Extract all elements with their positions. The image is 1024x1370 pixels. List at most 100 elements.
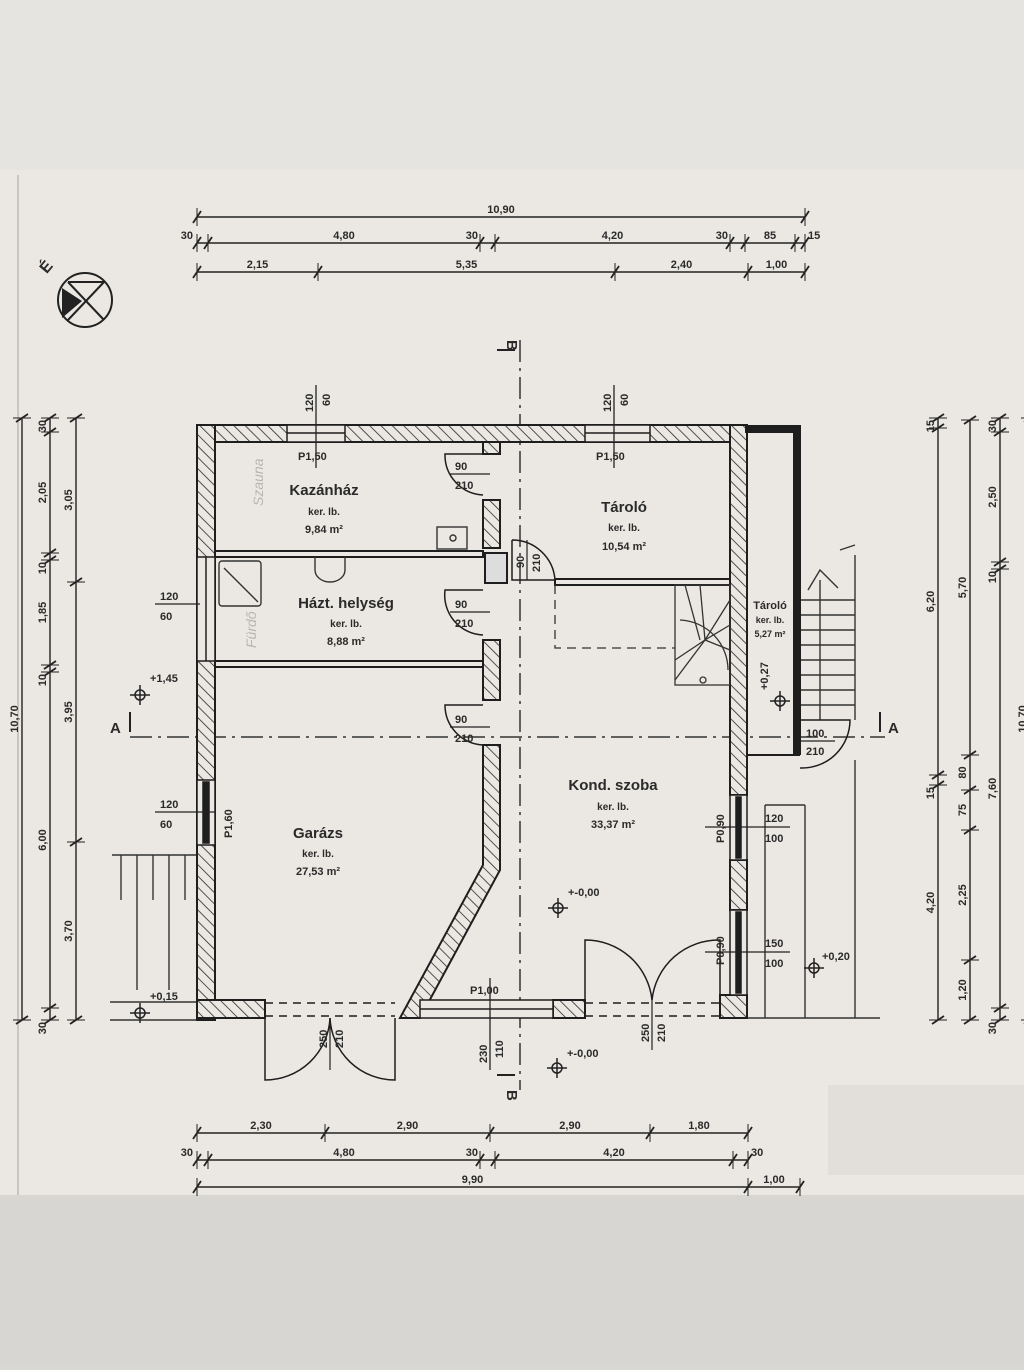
dimension-label: 3,05	[63, 489, 75, 510]
room-name: Házt. helység	[298, 595, 394, 612]
dimension-label: 30	[181, 1147, 193, 1159]
room-area: 10,54 m²	[602, 541, 646, 553]
dimension-label: 30	[751, 1147, 763, 1159]
room-area: 27,53 m²	[296, 866, 340, 878]
door-width: 90	[455, 714, 467, 726]
window-sill-label: P0,90	[715, 814, 727, 843]
dimension-label: 10,90	[487, 204, 515, 216]
room-floor: ker. lb.	[756, 615, 785, 625]
level-label: +-0,00	[568, 887, 600, 899]
window-sill-label: P1,60	[223, 809, 235, 838]
level-markers	[130, 685, 824, 1078]
room-kazanhaz: Kazánház ker. lb. 9,84 m²	[289, 482, 358, 536]
sticky-note	[828, 1085, 1024, 1175]
room-area: 5,27 m²	[754, 629, 785, 639]
window-sill-label: P1,50	[596, 451, 625, 463]
dimension-label: 30	[37, 1022, 49, 1034]
storage-wall	[745, 425, 801, 756]
dimension-label: 30	[37, 420, 49, 432]
dimension-label: 75	[957, 804, 969, 816]
room-name: Kazánház	[289, 482, 358, 499]
window-width: 120	[304, 394, 316, 412]
handwritten-note: Fürdő	[243, 611, 259, 648]
level-label: +0,27	[759, 662, 771, 690]
section-b-label-bottom: B	[503, 1090, 520, 1101]
window-height: 100	[765, 833, 783, 845]
door-height: 210	[455, 480, 473, 492]
window-height: 60	[321, 394, 333, 406]
dimension-label: 15	[925, 420, 937, 432]
dimension-label: 10,70	[1017, 705, 1024, 733]
room-floor: ker. lb.	[302, 849, 334, 860]
room-kond-szoba: Kond. szoba ker. lb. 33,37 m²	[568, 777, 658, 831]
door-width: 250	[318, 1030, 330, 1048]
room-tarolo: Tároló ker. lb. 10,54 m²	[601, 499, 647, 553]
section-line-b: B B	[497, 340, 521, 1101]
level-label: +-0,00	[567, 1048, 599, 1060]
room-name: Tároló	[753, 600, 787, 612]
dimension-label: 2,25	[957, 884, 969, 905]
section-a-label-left: A	[110, 720, 121, 737]
dimension-label: 10	[37, 562, 49, 574]
room-floor: ker. lb.	[308, 507, 340, 518]
door-height: 210	[334, 1030, 346, 1048]
door-width: 250	[640, 1024, 652, 1042]
dimension-label: 9,90	[462, 1174, 483, 1186]
dimension-label: 30	[466, 230, 478, 242]
room-name: Tároló	[601, 499, 647, 516]
dimension-label: 4,80	[333, 1147, 354, 1159]
window-height: 60	[619, 394, 631, 406]
dimension-label: 2,30	[250, 1120, 271, 1132]
handwritten-note: Szauna	[250, 458, 266, 506]
window-labels	[155, 385, 790, 1070]
window-width: 230	[478, 1045, 490, 1063]
door-height: 210	[656, 1024, 668, 1042]
window-height: 60	[160, 819, 172, 831]
dimension-label: 3,95	[63, 701, 75, 722]
window-height: 110	[494, 1040, 506, 1058]
dimension-label: 30	[987, 1022, 999, 1034]
door-width: 100	[806, 728, 824, 740]
window-width: 120	[765, 813, 783, 825]
dimension-label: 3,70	[63, 920, 75, 941]
dimension-label: 30	[987, 420, 999, 432]
dimension-label: 2,90	[397, 1120, 418, 1132]
door-height: 210	[455, 618, 473, 630]
door-width: 90	[515, 556, 527, 568]
room-tarolo-small: Tároló ker. lb. 5,27 m²	[753, 600, 787, 639]
window-width: 120	[160, 799, 178, 811]
window-width: 120	[160, 591, 178, 603]
dimension-label: 2,15	[247, 259, 268, 271]
dimension-label: 6,20	[925, 591, 937, 612]
dimension-label: 2,05	[37, 482, 49, 503]
level-label: +0,20	[822, 951, 850, 963]
room-area: 9,84 m²	[305, 524, 343, 536]
room-floor: ker. lb.	[330, 619, 362, 630]
dimension-label: 2,40	[671, 259, 692, 271]
dimension-label: 10,70	[9, 705, 21, 733]
dimension-label: 4,80	[333, 230, 354, 242]
door-height: 210	[455, 733, 473, 745]
exterior-stairs	[747, 544, 880, 1019]
section-line-a: A A	[110, 712, 899, 738]
door-height: 210	[806, 746, 824, 758]
room-hazt-helyseg: Házt. helység ker. lb. 8,88 m²	[298, 595, 394, 648]
garage-ramp	[110, 854, 197, 1021]
dimension-label: 1,80	[688, 1120, 709, 1132]
window-sill-label: P1,00	[470, 985, 499, 997]
dimension-label: 1,00	[763, 1174, 784, 1186]
room-garazs: Garázs ker. lb. 27,53 m²	[293, 825, 343, 878]
window-height: 100	[765, 958, 783, 970]
dimension-label: 6,00	[37, 829, 49, 850]
dimension-label: 30	[181, 230, 193, 242]
room-floor: ker. lb.	[597, 802, 629, 813]
room-name: Garázs	[293, 825, 343, 842]
dimension-label: 1,85	[37, 602, 49, 623]
section-a-label-right: A	[888, 720, 899, 737]
window-width: 150	[765, 938, 783, 950]
dimension-label: 85	[764, 230, 776, 242]
dimension-label: 10	[37, 674, 49, 686]
dimension-label: 1,20	[957, 979, 969, 1000]
